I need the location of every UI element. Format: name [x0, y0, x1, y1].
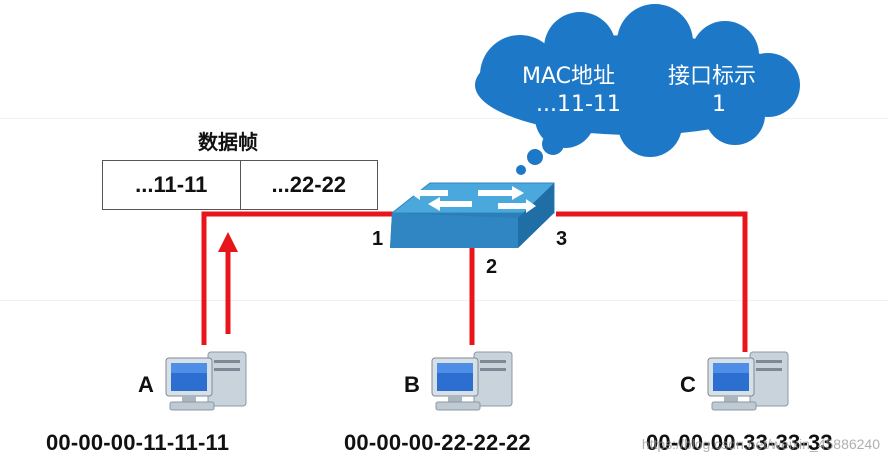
host-b-label: B — [404, 372, 420, 397]
cloud-port-value: 1 — [712, 92, 726, 117]
cloud-mac-header: MAC地址 — [522, 64, 616, 89]
frame-src-mac: ...22-22 — [239, 161, 378, 209]
frame-title: 数据帧 — [198, 130, 258, 154]
host-a-label: A — [138, 372, 154, 397]
frame-dest-mac: ...11-11 — [135, 172, 208, 197]
port-2-label: 2 — [486, 256, 498, 278]
data-frame: ...11-11 ...22-22 — [102, 160, 378, 210]
host-a-mac: 00-00-00-11-11-11 — [46, 430, 230, 455]
port-1-label: 1 — [372, 228, 384, 250]
cloud-port-header: 接口标示 — [668, 64, 757, 89]
up-arrow-icon — [218, 232, 238, 334]
watermark: https://blog.csdn.net/weixin_45886240 — [641, 436, 880, 452]
link-a — [201, 211, 398, 345]
port-3-label: 3 — [556, 228, 568, 250]
thought-cloud — [475, 4, 800, 175]
host-c-mac: 00-00-00-33-33-33 — [646, 430, 833, 455]
computer-b-icon — [431, 351, 513, 411]
switch-icon — [390, 182, 555, 248]
computer-a-icon — [165, 351, 247, 411]
host-b-mac: 00-00-00-22-22-22 — [344, 430, 531, 455]
computer-c-icon — [707, 351, 789, 411]
cloud-mac-value: ...11-11 — [536, 92, 621, 117]
link-c — [556, 211, 748, 352]
host-c-label: C — [680, 372, 696, 397]
